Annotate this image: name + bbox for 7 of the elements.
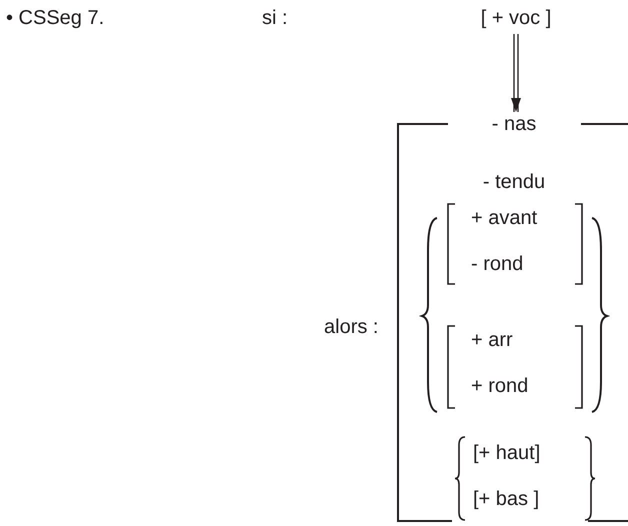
rule-label: • CSSeg 7. [6, 6, 104, 30]
feature-matrix [445, 324, 585, 410]
rule-label: alors : [324, 315, 378, 339]
double-arrow [511, 33, 521, 113]
feature-matrix [445, 202, 585, 286]
feature-set [455, 435, 595, 522]
rule-label: si : [262, 6, 288, 30]
